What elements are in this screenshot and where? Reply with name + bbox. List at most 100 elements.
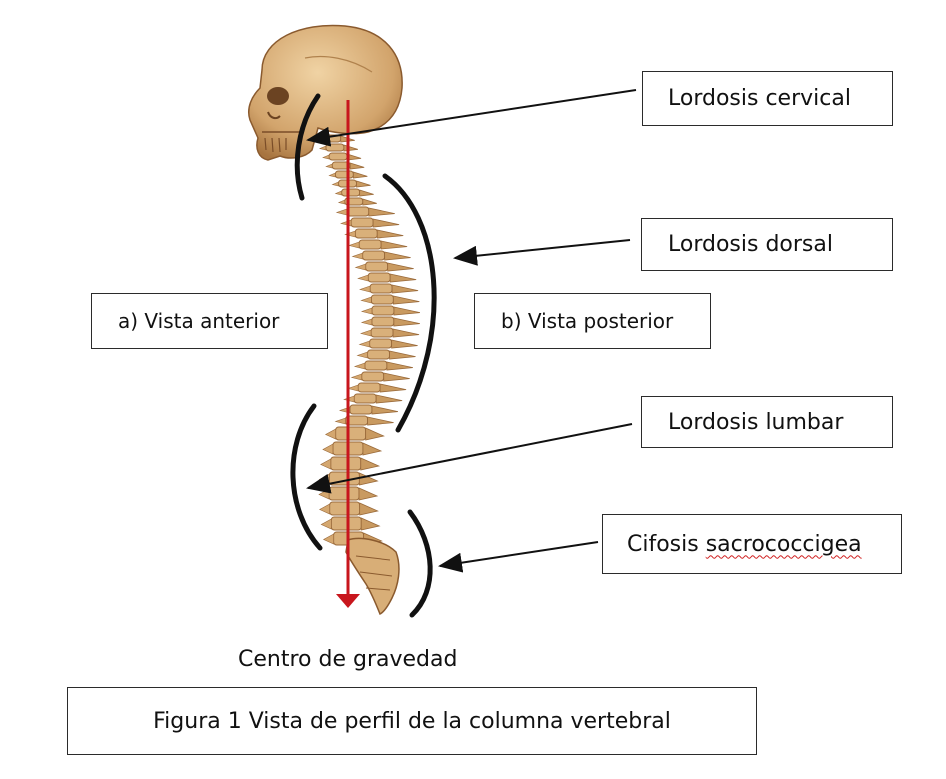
vertebra — [357, 382, 381, 393]
vertebra — [341, 188, 361, 197]
vertebra — [350, 217, 374, 228]
transverse-process — [318, 488, 330, 500]
spinous-process — [391, 339, 418, 349]
spinous-process — [343, 144, 359, 152]
arrow-sacral — [438, 541, 599, 573]
label-anterior-text: a) Vista anterior — [118, 309, 280, 333]
spinous-process — [365, 427, 385, 441]
transverse-process — [360, 318, 373, 326]
transverse-process — [359, 285, 371, 293]
figure-caption-text: Figura 1 Vista de perfil de la columna v… — [153, 708, 671, 734]
cervical-curve — [294, 93, 321, 201]
spinous-process — [393, 306, 421, 316]
vertebra — [367, 349, 391, 360]
label-anterior-view: a) Vista anterior — [91, 293, 328, 349]
spinous-process — [380, 240, 408, 250]
spinous-process — [367, 416, 394, 426]
spinous-process — [393, 317, 420, 327]
arrow-cervical — [306, 89, 637, 147]
arrow-lumbar — [306, 423, 633, 494]
transverse-process — [357, 274, 369, 282]
label-dorsal-text: Lordosis dorsal — [668, 232, 833, 257]
spinous-process — [359, 189, 374, 197]
transverse-process — [356, 351, 368, 359]
label-cifosis-word: Cifosis — [627, 531, 699, 557]
sacral-curve — [407, 509, 433, 618]
lumbar-curve — [290, 403, 323, 551]
spinous-process — [392, 328, 420, 338]
transverse-process — [337, 199, 346, 205]
vertebra — [370, 294, 394, 305]
label-cervical-text: Lordosis cervical — [668, 86, 851, 111]
vertebra — [328, 486, 360, 501]
vertebra — [354, 228, 378, 239]
transverse-process — [348, 241, 360, 249]
label-cifosis-term: sacrococcigea — [705, 531, 862, 557]
vertebra — [328, 152, 348, 161]
spinous-process — [360, 457, 381, 471]
label-posterior-view: b) Vista posterior — [474, 293, 711, 349]
transverse-process — [318, 473, 330, 485]
arrow-dorsal — [453, 239, 631, 266]
transverse-process — [360, 329, 372, 337]
transverse-process — [322, 154, 330, 160]
transverse-process — [322, 533, 334, 545]
spinous-process — [387, 262, 414, 272]
transverse-process — [358, 340, 370, 348]
vertebra — [330, 456, 362, 471]
transverse-process — [344, 230, 356, 238]
transverse-process — [318, 145, 327, 151]
label-lumbar-lordosis: Lordosis lumbar — [641, 396, 893, 448]
vertebra — [346, 206, 370, 217]
vertebra — [371, 305, 395, 316]
spinous-process — [375, 394, 403, 404]
vertebra — [369, 338, 393, 349]
vertebra — [329, 501, 361, 516]
transverse-process — [320, 458, 332, 470]
spinous-process — [384, 251, 411, 261]
spinous-process — [379, 383, 407, 393]
spinous-process — [389, 350, 416, 360]
spinous-process — [391, 284, 419, 294]
spinous-process — [352, 171, 368, 179]
spinous-process — [368, 207, 395, 217]
gravity-center-label: Centro de gravedad — [238, 647, 458, 672]
transverse-process — [350, 373, 363, 381]
transverse-process — [322, 443, 334, 455]
spinous-process — [383, 372, 410, 382]
vertebra — [361, 371, 385, 382]
transverse-process — [340, 219, 352, 227]
transverse-process — [335, 208, 348, 216]
vertebra — [365, 261, 389, 272]
spinous-process — [372, 218, 400, 228]
vertebra — [362, 250, 386, 261]
spinous-process — [360, 517, 381, 531]
spinous-process — [376, 229, 404, 239]
transverse-process — [360, 307, 373, 315]
transverse-process — [351, 252, 363, 260]
label-posterior-text: b) Vista posterior — [501, 309, 674, 333]
spinous-process — [389, 273, 417, 283]
vertebra — [325, 143, 345, 152]
vertebra — [369, 283, 393, 294]
spinous-process — [362, 198, 377, 206]
vertebra — [330, 516, 362, 531]
transverse-process — [334, 417, 346, 425]
spinous-process — [359, 502, 379, 516]
spinous-process — [392, 295, 420, 305]
dorsal-curve — [382, 173, 437, 433]
transverse-process — [328, 172, 336, 178]
vertebra — [335, 426, 367, 441]
vertebra — [370, 327, 394, 338]
label-lumbar-text: Lordosis lumbar — [668, 409, 844, 435]
transverse-process — [325, 163, 333, 169]
spinous-process — [371, 405, 399, 415]
label-sacrococcygeal-kyphosis: Cifosis sacrococcigea — [602, 514, 902, 574]
spinous-process — [362, 442, 383, 456]
transverse-process — [334, 190, 342, 196]
figure-caption: Figura 1 Vista de perfil de la columna v… — [67, 687, 757, 755]
transverse-process — [318, 503, 330, 515]
sacrum — [345, 537, 400, 616]
